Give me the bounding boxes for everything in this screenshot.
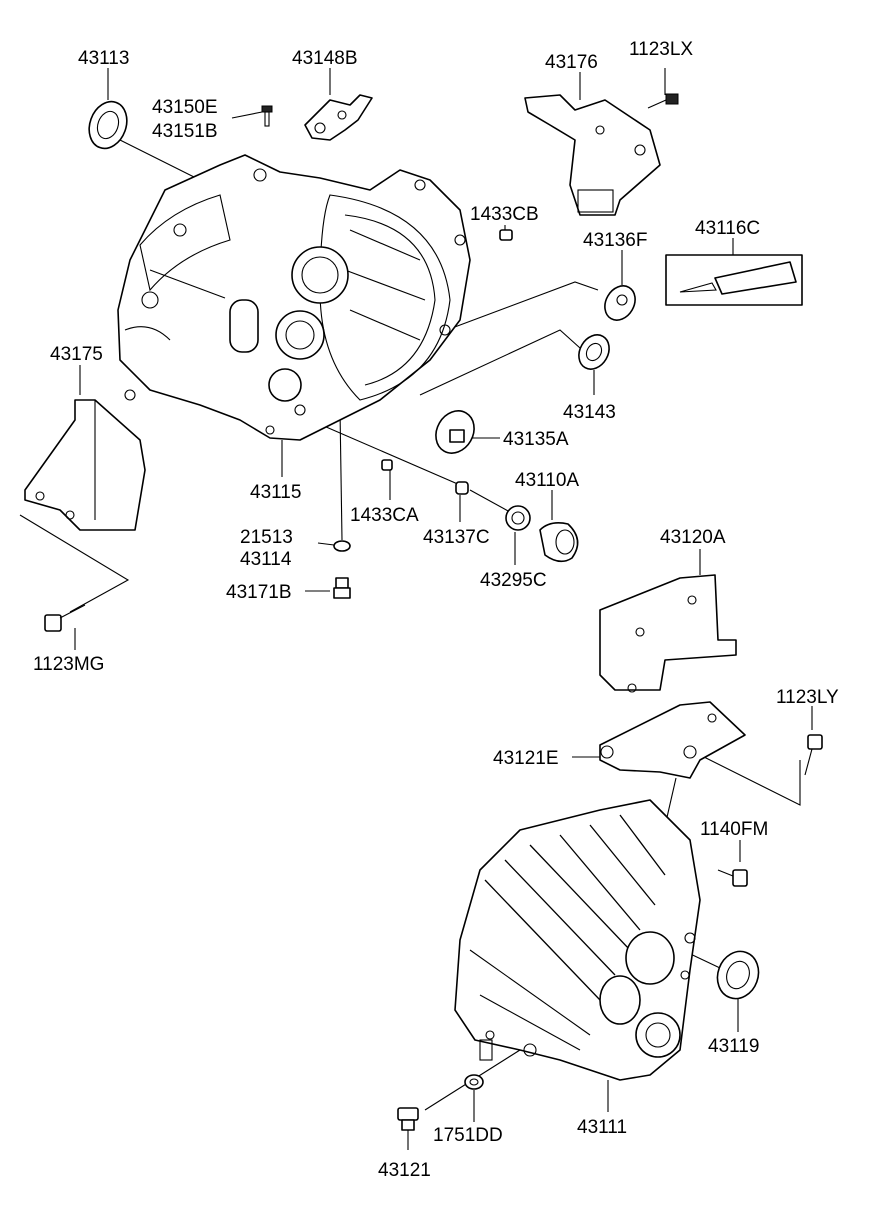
label-43113: 43113: [78, 48, 129, 69]
label-43176: 43176: [545, 52, 598, 73]
label-43137C: 43137C: [423, 527, 490, 548]
bolt-1140FM: [717, 869, 748, 887]
label-43115: 43115: [250, 482, 301, 503]
label-1140FM: 1140FM: [700, 819, 768, 840]
bush-43137C: [455, 481, 469, 495]
bolt-1123LY: [804, 734, 823, 776]
bracket-43175: [24, 399, 146, 531]
pin-1433CB: [499, 229, 513, 241]
part-labels: 43113 43148B 43150E 43151B 43176 1123LX …: [33, 39, 839, 1181]
label-43116C: 43116C: [695, 218, 760, 239]
bolt-1123MG: [44, 604, 86, 632]
label-43171B: 43171B: [226, 582, 292, 603]
leader-lines: [19, 68, 813, 1150]
label-43114: 43114: [240, 549, 292, 570]
label-1433CA: 1433CA: [350, 505, 419, 526]
label-43120A: 43120A: [660, 527, 726, 548]
label-1123LY: 1123LY: [776, 687, 839, 708]
clutch-housing-43115: [117, 154, 471, 441]
label-43151B: 43151B: [152, 121, 218, 142]
bracket-43120A: [599, 574, 737, 693]
label-1751DD: 1751DD: [433, 1125, 503, 1146]
sealant-box-43116C: [665, 254, 803, 306]
bracket-43121E: [599, 701, 746, 779]
gasket-1751DD: [464, 1074, 484, 1090]
label-43110A: 43110A: [515, 470, 579, 491]
oil-seal-43143: [578, 334, 610, 370]
label-1433CB: 1433CB: [470, 204, 539, 225]
transaxle-case-43111: [454, 799, 701, 1081]
label-43135A: 43135A: [503, 429, 569, 450]
plate-43135A: [435, 410, 475, 454]
label-1123MG: 1123MG: [33, 654, 104, 675]
label-43121E: 43121E: [493, 748, 559, 769]
label-1123LX: 1123LX: [629, 39, 693, 60]
label-43148B: 43148B: [292, 48, 358, 69]
pin-1433CA: [381, 459, 393, 471]
label-43150E: 43150E: [152, 97, 218, 118]
bearing-43295C: [505, 505, 531, 531]
oil-seal-43113: [88, 100, 128, 150]
label-21513: 21513: [240, 527, 293, 548]
plug-43121: [397, 1107, 419, 1131]
label-43111: 43111: [577, 1117, 627, 1138]
bracket-43176: [524, 94, 661, 216]
plate-43136F: [604, 285, 636, 321]
label-43295C: 43295C: [480, 570, 547, 591]
bolt-1123LX: [647, 93, 679, 109]
oil-seal-43119: [716, 950, 760, 1000]
label-43175: 43175: [50, 344, 103, 365]
bolt-43171B: [333, 577, 351, 599]
label-43136F: 43136F: [583, 230, 647, 251]
label-43119: 43119: [708, 1036, 759, 1057]
label-43143: 43143: [563, 402, 616, 423]
label-43121: 43121: [378, 1160, 431, 1181]
bracket-43148B: [304, 94, 373, 141]
washer-21513: [333, 540, 351, 552]
bolt-43150E: [261, 105, 273, 127]
bearing-43110A: [539, 522, 579, 563]
